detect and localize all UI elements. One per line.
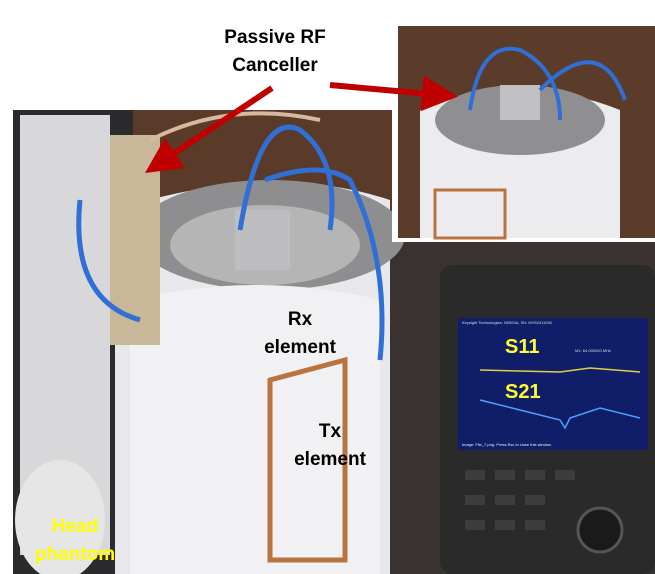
arrow-to-canceller: [145, 85, 274, 174]
tx-label-line2: element: [294, 449, 366, 470]
analyzer-screen: [458, 318, 648, 450]
rx-label-line1: Rx: [287, 309, 313, 330]
screen-header: Keysight Technologies: N9923A, SN: MY524…: [462, 320, 552, 325]
arrow-to-inset: [329, 75, 458, 112]
rx-element-label: Rx element: [255, 306, 345, 362]
screen-footer: Image: File_7.png. Press Esc to close th…: [462, 442, 552, 447]
s21-label: S21: [505, 381, 541, 403]
rx-label-line2: element: [264, 337, 336, 358]
canceller-label-line2: Canceller: [232, 55, 318, 76]
tx-element-trace: [267, 356, 348, 563]
tx-element-label: Tx element: [285, 418, 375, 474]
analyzer-knob: [576, 506, 624, 554]
canceller-label-line1: Passive RF: [224, 27, 326, 48]
s11-label: S11: [505, 336, 540, 358]
tx-label-line1: Tx: [318, 421, 342, 442]
head-label-line2: phantom: [34, 544, 116, 565]
screen-marker: M1: 64.000000 MHz: [575, 348, 612, 353]
canceller-label: Passive RF Canceller: [190, 24, 360, 80]
head-phantom-label: Head phantom: [25, 513, 125, 569]
head-label-line1: Head: [51, 516, 99, 537]
canceller-board: [110, 135, 160, 345]
head-phantom: [15, 460, 105, 574]
